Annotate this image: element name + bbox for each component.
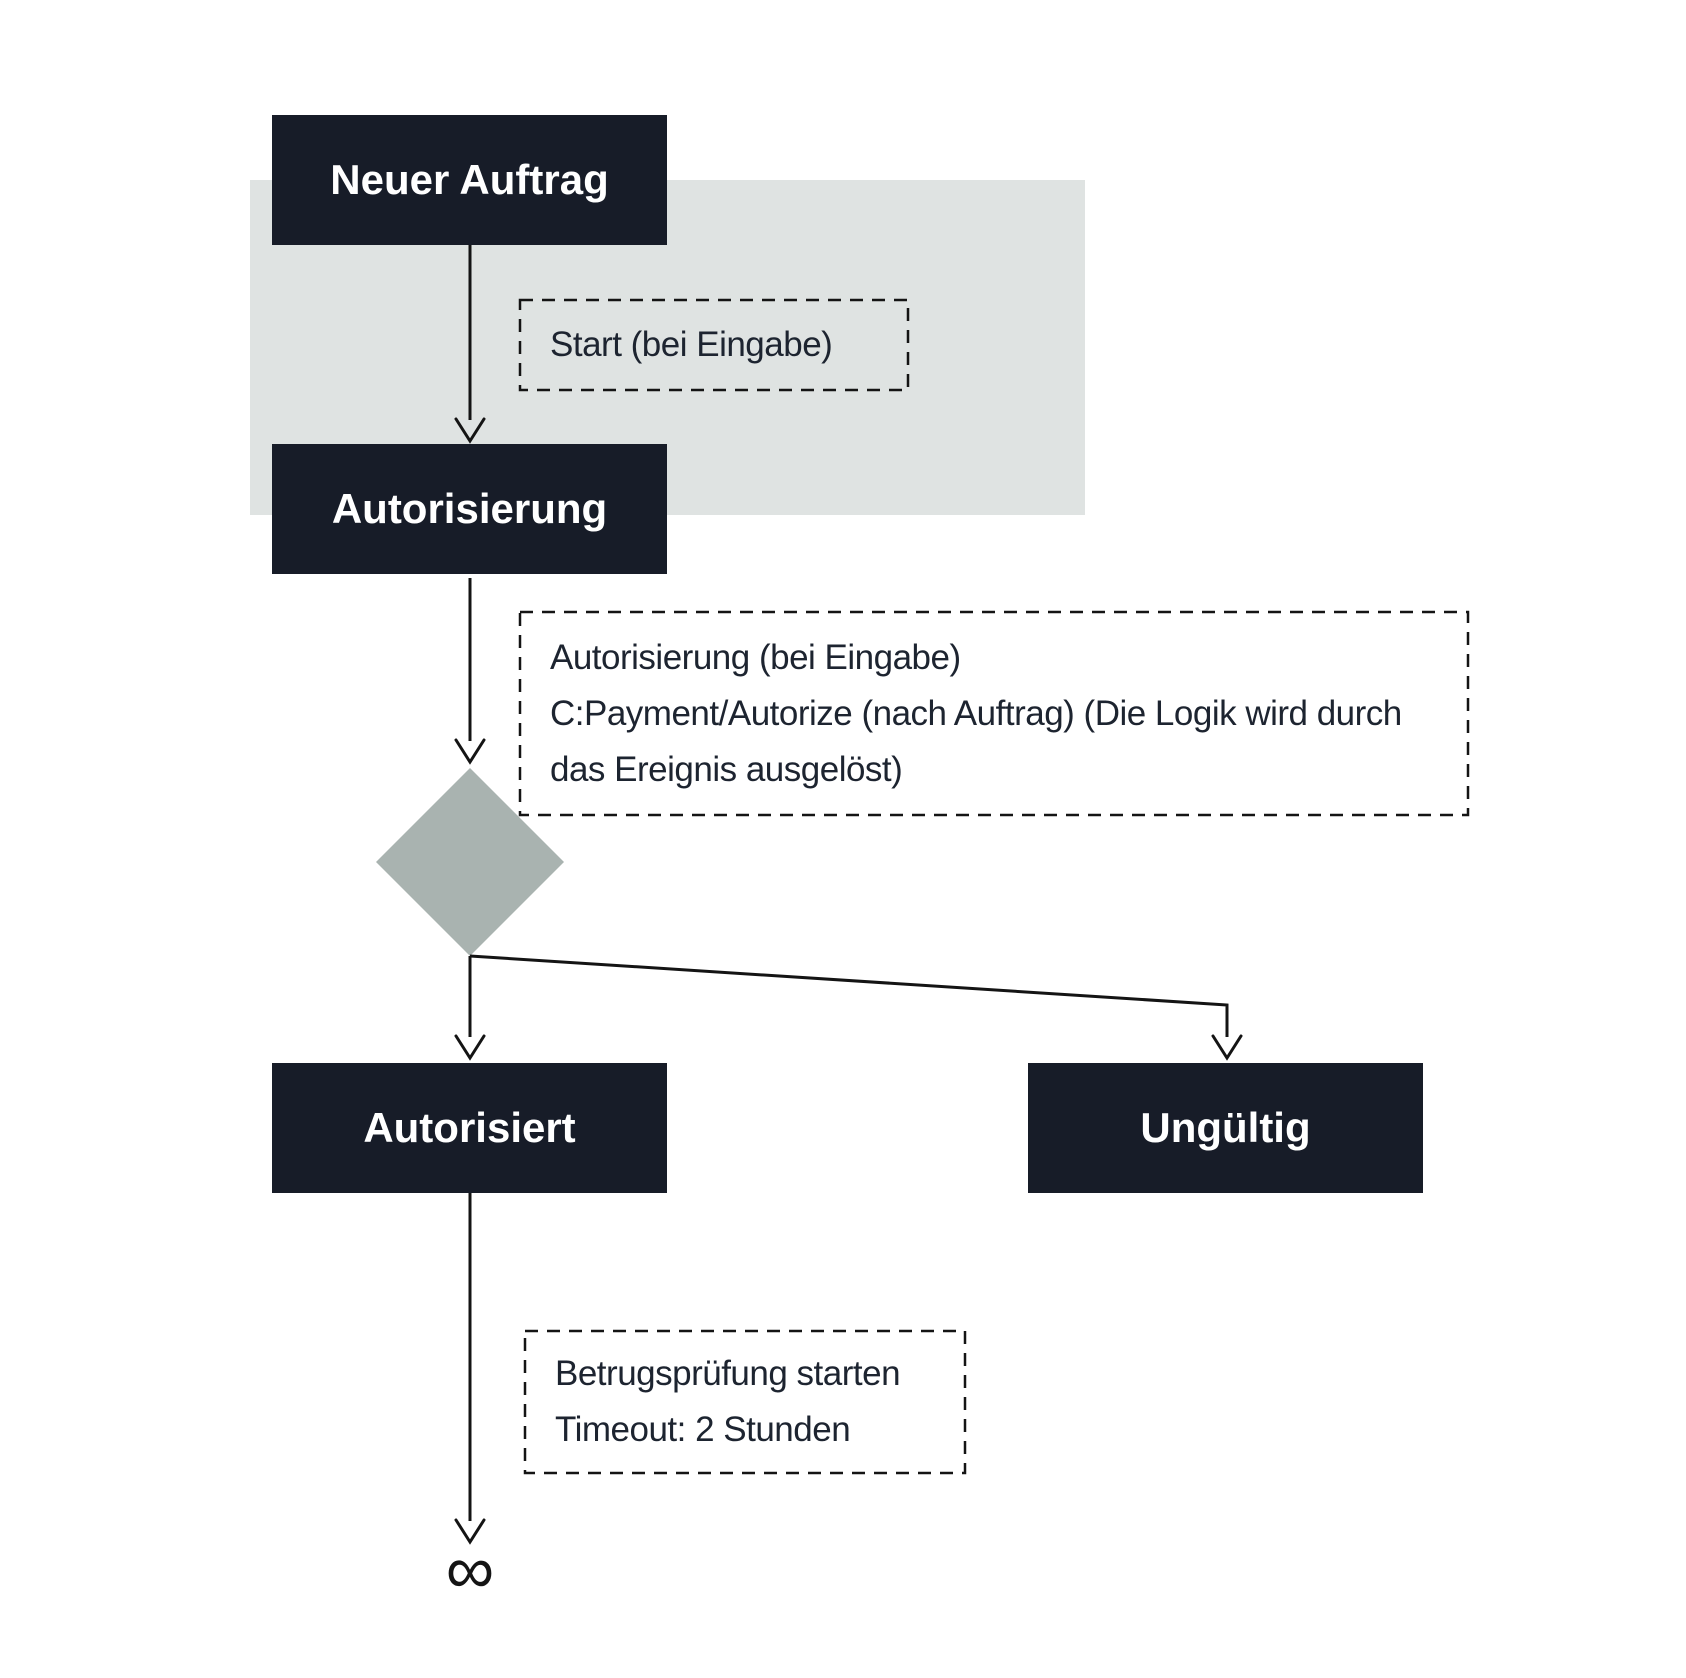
annotation-betrugspruefung: Betrugsprüfung starten Timeout: 2 Stunde… [525,1331,965,1473]
node-autorisiert: Autorisiert [272,1063,667,1193]
annotation-start-border [518,298,910,392]
arrowhead-icon [454,738,486,765]
annotation-betrugspruefung-border [523,1329,967,1475]
infinity-terminal-symbol: ∞ [445,1532,495,1608]
node-autorisierung: Autorisierung [272,444,667,574]
annotation-start: Start (bei Eingabe) [520,300,908,390]
arrowhead-icon [454,417,486,444]
annotation-text: Timeout: 2 Stunden [555,1410,851,1449]
annotation-text: Start (bei Eingabe) [550,325,833,364]
arrowhead-icon [454,1034,486,1061]
arrow-decision-to-ungueltig [469,954,1229,1037]
node-label: Autorisiert [363,1104,576,1151]
annotation-autorisierung: Autorisierung (bei Eingabe) C:Payment/Au… [520,612,1468,815]
annotation-autorisierung-border [518,610,1470,817]
node-label: Autorisierung [331,485,608,532]
arrowhead-icon [1211,1034,1243,1061]
node-ungueltig: Ungültig [1028,1063,1423,1193]
decision-diamond [376,768,564,956]
annotation-text: C:Payment/Autorize (nach Auftrag) (Die L… [550,693,1402,733]
annotation-text: Betrugsprüfung starten [555,1354,901,1393]
annotation-text: Autorisierung (bei Eingabe) [550,637,961,677]
arrowhead-icon [454,1518,486,1545]
annotation-text: das Ereignis ausgelöst) [550,749,903,789]
node-label: Ungültig [1140,1104,1311,1151]
node-neuer-auftrag: Neuer Auftrag [272,115,667,245]
node-label: Neuer Auftrag [330,156,609,203]
